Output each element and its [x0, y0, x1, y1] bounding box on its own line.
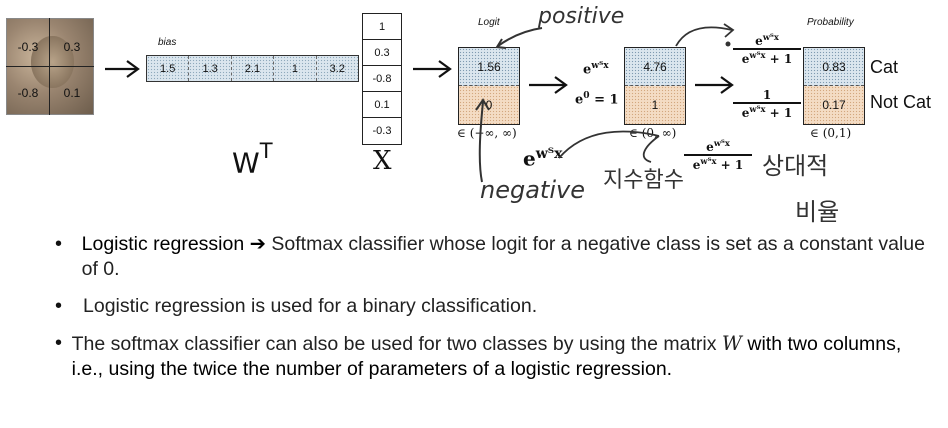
logit-positive: 1.56 — [459, 48, 519, 86]
pixel-value: 0.1 — [63, 86, 81, 100]
grid-line — [6, 66, 94, 67]
prob-not-cat: 0.17 — [804, 86, 864, 124]
annotation-curve — [558, 130, 660, 163]
arrow-right-icon — [695, 76, 734, 94]
class-label-not-cat: Not Cat — [870, 92, 932, 112]
exp-negative: 1 — [625, 86, 685, 124]
annotation-arrow — [675, 23, 735, 47]
arrow-right-icon — [105, 60, 140, 78]
annotation-korean-relative: 상대적 — [762, 152, 829, 180]
bias-label: bias — [158, 37, 177, 48]
pixel-value: -0.3 — [17, 40, 39, 54]
x-cell: -0.3 — [372, 125, 392, 137]
pixel-value: -0.8 — [17, 86, 39, 100]
weight-cell: 3.2 — [316, 56, 359, 81]
x-cell: 0.1 — [363, 92, 401, 118]
annotation-korean-exponential: 지수함수 — [603, 168, 684, 193]
weight-cell: 1.5 — [147, 56, 190, 81]
annotation-positive: positive — [538, 4, 625, 29]
bullet-item: • The softmax classifier can also be use… — [55, 332, 902, 380]
pixel-value: 0.3 — [63, 40, 81, 54]
annotation-dot — [725, 41, 731, 47]
bullet-dot: • — [55, 332, 63, 354]
logit-negative: 0 — [459, 86, 519, 124]
x-cell: 1 — [363, 14, 401, 40]
annotation-exp: ewᵀx — [523, 146, 563, 171]
weight-cell: 2.1 — [231, 56, 275, 81]
class-label-cat: Cat — [870, 57, 899, 77]
exp-positive-formula: ewᵀx — [583, 60, 609, 78]
x-cell: -0.8 — [363, 66, 401, 92]
arrow-right-icon — [529, 76, 568, 94]
annotation-negative: negative — [480, 176, 585, 204]
exp-range: ∈ (0, ∞) — [629, 126, 677, 140]
x-cell: 0.3 — [363, 40, 401, 66]
exp-box: 4.76 1 — [624, 47, 686, 125]
weight-row: 1.5 1.3 2.1 1 3.2 — [146, 55, 359, 82]
bullet-item: • Logistic regression ➔ Softmax classifi… — [55, 233, 925, 280]
bullet-item: • Logistic regression is used for a bina… — [55, 295, 538, 317]
logit-range: ∈ (−∞, ∞) — [457, 126, 517, 140]
probability-box: 0.83 0.17 — [803, 47, 865, 125]
annotation-arrow — [495, 27, 543, 49]
logit-box: 1.56 0 — [458, 47, 520, 125]
annotation-arrow — [475, 98, 490, 183]
bullet-dot: • — [55, 295, 63, 317]
prob-cat: 0.83 — [804, 48, 864, 86]
logit-title: Logit — [478, 17, 500, 28]
annotation-korean-ratio: 비율 — [795, 198, 840, 226]
annotation-fraction: ewᵀx ewᵀx + 1 — [684, 138, 752, 172]
arrow-right-icon — [413, 60, 452, 78]
probability-title: Probability — [807, 17, 854, 28]
prob-positive-formula: ewᵀx ewᵀx + 1 — [733, 32, 801, 66]
x-vector: 1 0.3 -0.8 0.1 -0.3 — [362, 13, 402, 145]
weight-cell: 1 — [274, 56, 317, 81]
exp-zero-formula: e0 = 1 — [575, 90, 619, 108]
x-label: X — [373, 146, 392, 176]
bullet-list: • Logistic regression ➔ Softmax classifi… — [55, 232, 925, 394]
weight-cell: 1.3 — [189, 56, 232, 81]
prob-negative-formula: 1 ewᵀx + 1 — [733, 88, 801, 120]
weight-label: WT — [232, 139, 273, 180]
bullet-dot: • — [55, 233, 63, 255]
probability-range: ∈ (0,1) — [810, 126, 852, 140]
exp-positive: 4.76 — [625, 48, 685, 86]
